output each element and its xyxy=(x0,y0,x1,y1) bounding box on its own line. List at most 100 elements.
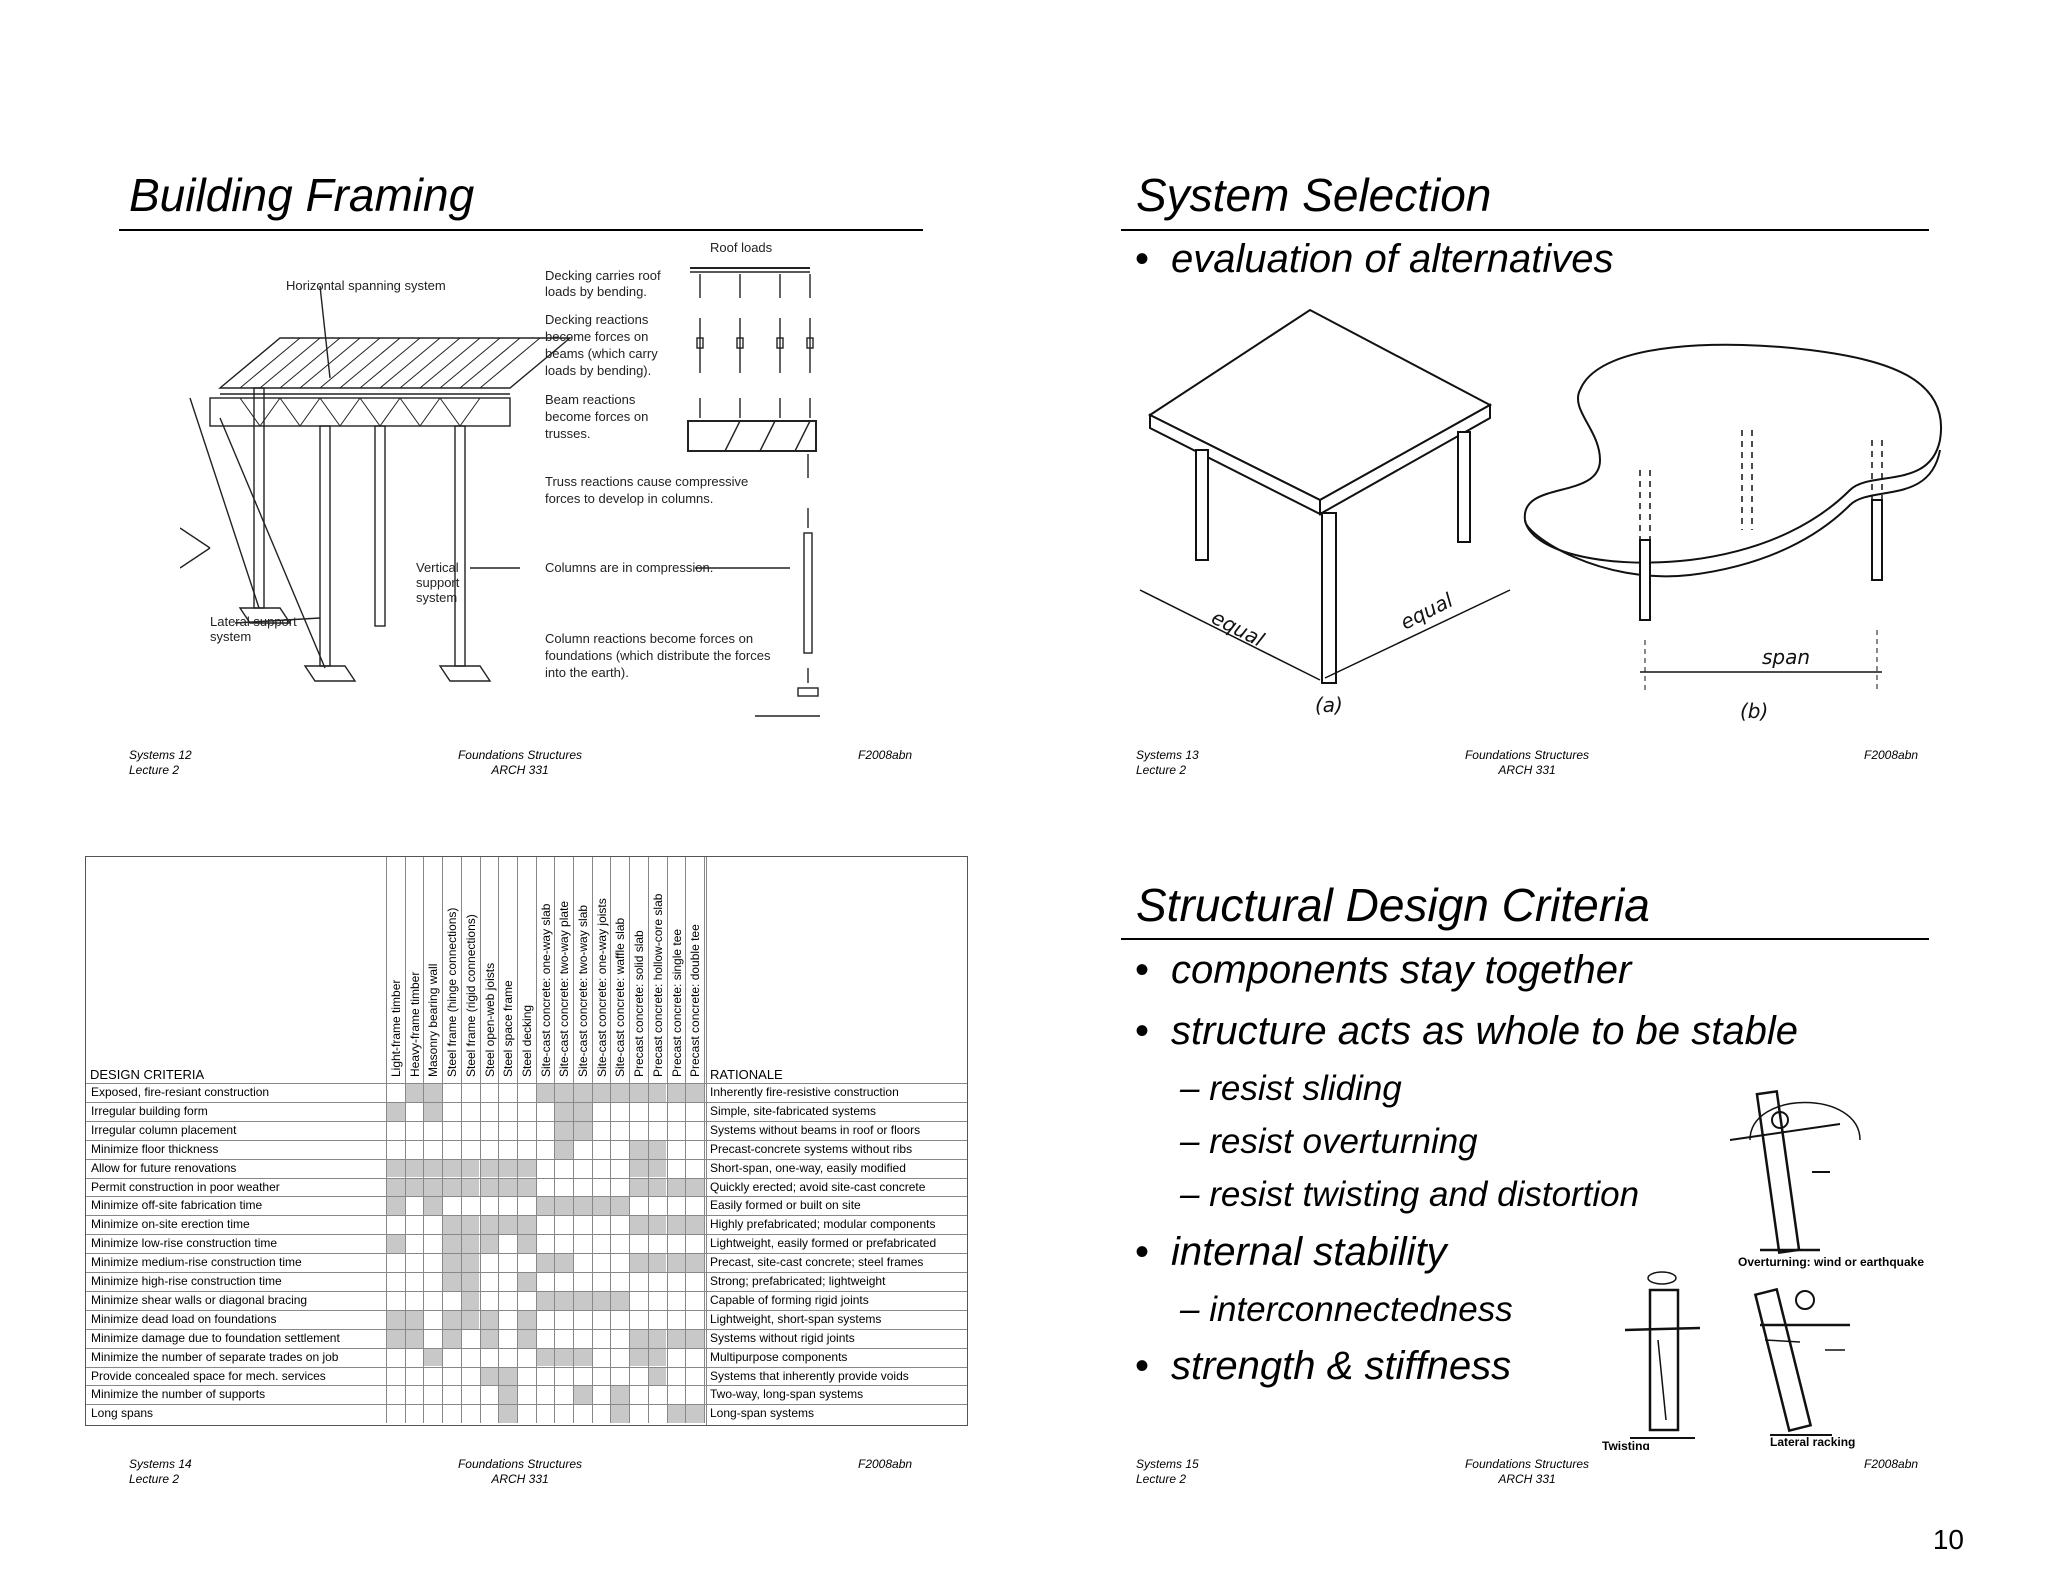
rationale-cell: Systems without beams in roof or floors xyxy=(710,1122,921,1137)
beam-reactions-label-3: trusses. xyxy=(545,426,591,441)
bullet-internal-stability: internal stability xyxy=(1135,1232,1447,1272)
footer-subject: Foundations Structures xyxy=(457,748,583,762)
shaded-cell xyxy=(480,1367,499,1386)
grid-row-line xyxy=(86,1101,967,1103)
shaded-cell xyxy=(405,1084,424,1102)
system-column-header: Steel open-web joists xyxy=(482,962,497,1077)
footer-course: Systems 12 xyxy=(129,748,192,762)
sub-resist-sliding: resist sliding xyxy=(1180,1071,1402,1106)
slide4-footer-right: F2008abn xyxy=(1864,1457,1918,1472)
sub-resist-overturning: resist overturning xyxy=(1180,1124,1477,1159)
beam-reactions-label-2: become forces on xyxy=(545,409,648,424)
rationale-column-line xyxy=(706,857,707,1425)
shaded-cell xyxy=(517,1329,536,1348)
lateral-support-label-1: Lateral support xyxy=(210,614,297,629)
criterion-cell: Minimize the number of separate trades o… xyxy=(91,1349,339,1364)
shaded-cell xyxy=(443,1235,461,1254)
shaded-cell xyxy=(443,1254,461,1272)
shaded-cell xyxy=(424,1178,443,1197)
shaded-cell xyxy=(387,1178,405,1197)
footer-term: F2008abn xyxy=(858,1457,913,1471)
figure-b-label: (b) xyxy=(1740,699,1768,723)
shaded-cell xyxy=(555,1197,573,1216)
system-column-header: Site-cast concrete: two-way slab xyxy=(576,904,590,1077)
shaded-cell xyxy=(574,1348,592,1367)
shaded-cell xyxy=(424,1084,443,1102)
system-column-header: Heavy-frame timber xyxy=(407,971,422,1077)
system-column-header: Precast concrete: double tee xyxy=(688,924,703,1077)
shaded-cell xyxy=(536,1197,555,1216)
vertical-support-label-3: system xyxy=(416,590,457,605)
grid-row-line xyxy=(86,1272,967,1273)
system-column-header: Steel frame (hinge connections) xyxy=(445,907,460,1077)
shaded-cell xyxy=(686,1178,704,1197)
grid-row-line xyxy=(86,1290,967,1292)
criterion-cell: Long spans xyxy=(91,1406,154,1421)
shaded-cell xyxy=(405,1310,424,1329)
shaded-cell xyxy=(574,1386,592,1405)
shaded-cell xyxy=(443,1178,461,1197)
shaded-cell xyxy=(517,1235,536,1254)
shaded-cell xyxy=(499,1159,517,1178)
shaded-cell xyxy=(686,1084,704,1102)
shaded-cell xyxy=(517,1273,536,1291)
beam-reactions-label-1: Beam reactions xyxy=(545,392,636,407)
shaded-cell xyxy=(499,1216,517,1235)
overturning-caption: Overturning: wind or earthquake xyxy=(1738,1255,1924,1269)
system-column-header: Precast concrete: single tee xyxy=(669,928,684,1077)
decking-label-1: Decking carries roof xyxy=(545,268,661,283)
shaded-cell xyxy=(630,1178,648,1197)
shaded-cell xyxy=(574,1102,592,1121)
shaded-cell xyxy=(387,1197,405,1216)
rationale-cell: Quickly erected; avoid site-cast concret… xyxy=(710,1179,926,1194)
page-number: 10 xyxy=(1932,1524,1964,1555)
footer-code: ARCH 331 xyxy=(491,763,549,777)
slide4-footer-mid: Foundations Structures ARCH 331 xyxy=(1457,1457,1597,1487)
truss-reactions-label-1: Truss reactions cause compressive xyxy=(545,474,748,489)
system-column-header: Precast concrete: hollow-core slab xyxy=(650,893,665,1077)
shaded-cell xyxy=(555,1102,573,1121)
shaded-cell xyxy=(555,1348,573,1367)
slide2-footer-right: F2008abn xyxy=(1864,748,1918,763)
system-column-header: Steel decking xyxy=(519,1004,534,1077)
rationale-cell: Lightweight, easily formed or prefabrica… xyxy=(710,1236,937,1251)
system-column-header: Steel frame (rigid connections) xyxy=(463,914,478,1077)
shaded-cell xyxy=(480,1159,499,1178)
column-reactions-label-2: foundations (which distribute the forces xyxy=(545,648,771,663)
footer-lecture: Lecture 2 xyxy=(129,763,180,777)
shaded-cell xyxy=(667,1084,686,1102)
shaded-cell xyxy=(405,1178,424,1197)
system-column-header: Site-cast concrete: one-way joists xyxy=(594,898,609,1077)
shaded-cell xyxy=(574,1121,592,1140)
criterion-cell: Irregular building form xyxy=(91,1103,208,1118)
shaded-cell xyxy=(387,1329,405,1348)
shaded-cell xyxy=(387,1102,405,1121)
footer-course: Systems 13 xyxy=(1136,748,1199,762)
shaded-cell xyxy=(592,1197,611,1216)
grid-row-line xyxy=(86,1177,967,1179)
slide2-title: System Selection xyxy=(1136,169,1492,221)
system-column-header: Precast concrete: solid slab xyxy=(632,930,647,1077)
stability-figures: Overturning: wind or earthquake Twisting… xyxy=(1602,1089,1924,1450)
shaded-cell xyxy=(461,1159,480,1178)
shaded-cell xyxy=(648,1084,667,1102)
footer-lecture: Lecture 2 xyxy=(1136,1472,1187,1486)
design-criteria-table: DESIGN CRITERIA RATIONALE Light-frame ti… xyxy=(85,856,968,1426)
grid-row-line xyxy=(86,1215,967,1217)
shaded-cell xyxy=(592,1291,611,1310)
shaded-cell xyxy=(555,1254,573,1272)
shaded-cell xyxy=(499,1405,517,1424)
rationale-cell: Capable of forming rigid joints xyxy=(710,1292,869,1307)
shaded-cell xyxy=(648,1348,667,1367)
shaded-cell xyxy=(667,1216,686,1235)
footer-code: ARCH 331 xyxy=(1498,1472,1556,1486)
shaded-cell xyxy=(630,1254,648,1272)
bullet-components: components stay together xyxy=(1135,950,1631,990)
shaded-cell xyxy=(648,1159,667,1178)
decking-reactions-label-1: Decking reactions xyxy=(545,312,649,327)
shaded-cell xyxy=(405,1329,424,1348)
criterion-cell: Minimize shear walls or diagonal bracing xyxy=(91,1292,308,1307)
shaded-cell xyxy=(517,1216,536,1235)
footer-code: ARCH 331 xyxy=(1498,763,1556,777)
rationale-cell: Long-span systems xyxy=(710,1406,815,1421)
